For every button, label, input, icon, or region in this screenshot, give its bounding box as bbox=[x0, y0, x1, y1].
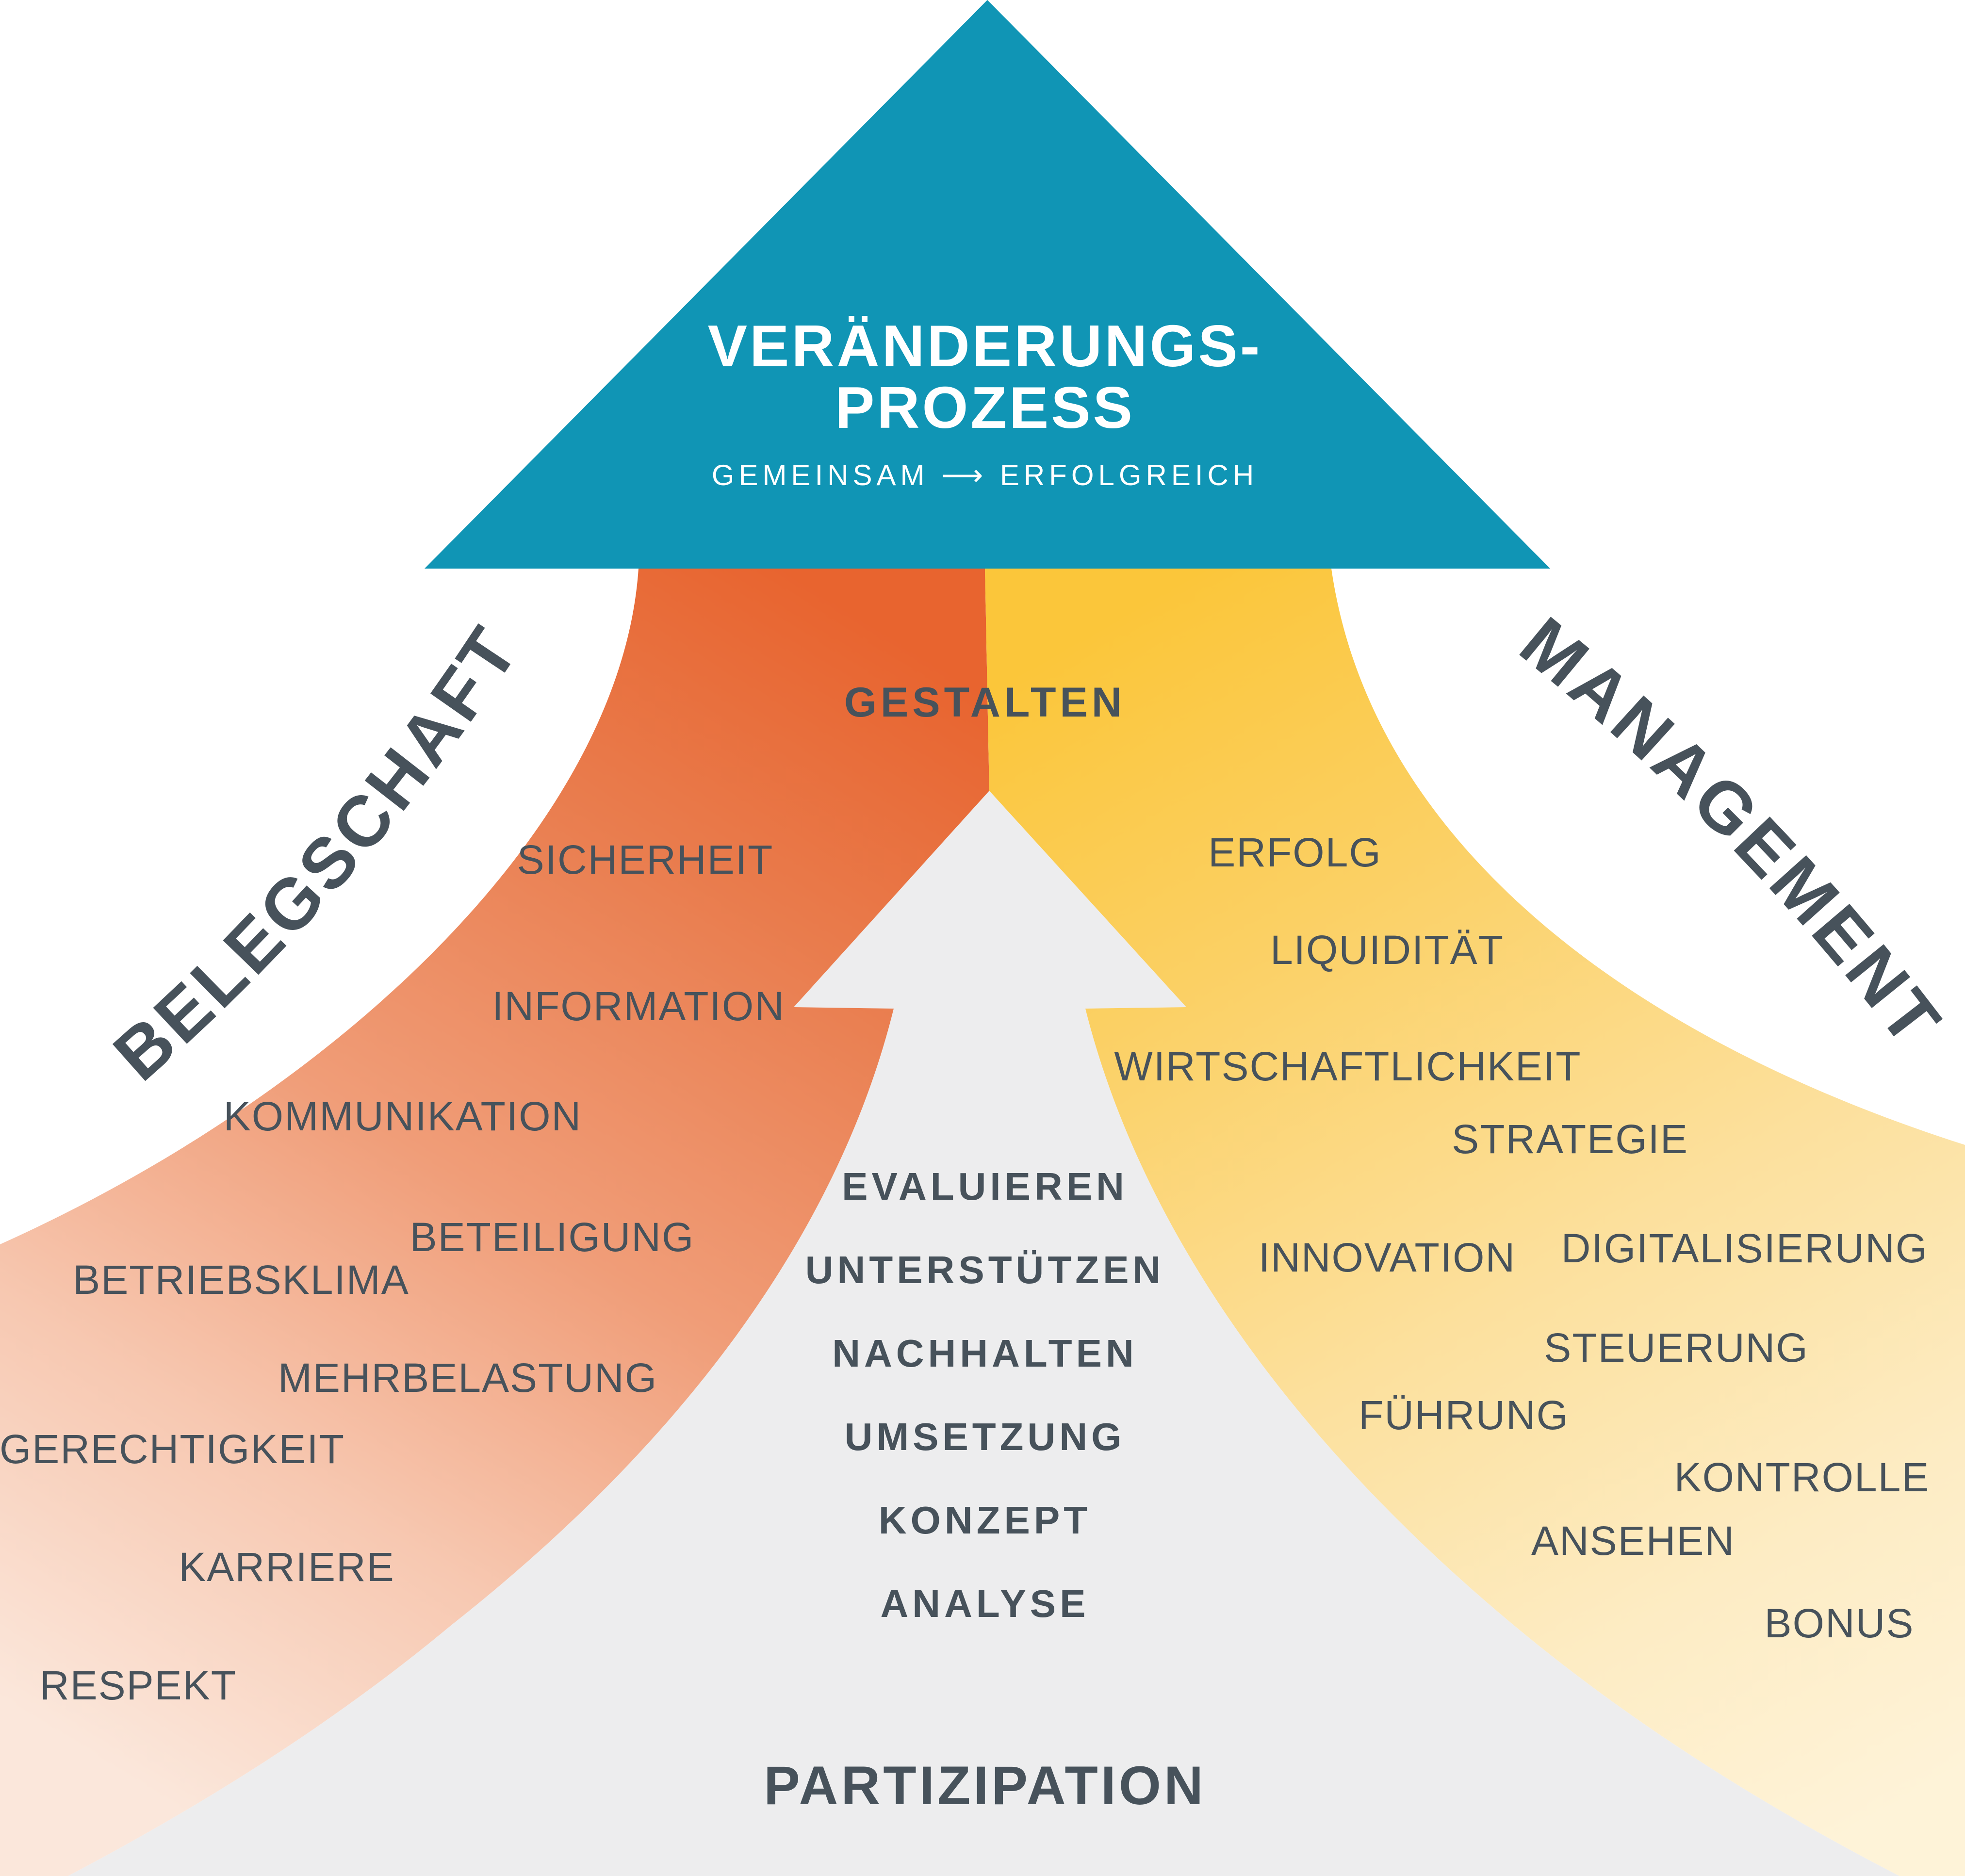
partizipation-label: PARTIZIPATION bbox=[764, 1755, 1206, 1816]
right-word-steuerung: STEUERUNG bbox=[1544, 1325, 1808, 1370]
left-word-kommunikation: KOMMUNIKATION bbox=[224, 1093, 582, 1139]
belegschaft-band-shape bbox=[0, 569, 989, 1876]
right-word-innovation: INNOVATION bbox=[1259, 1235, 1516, 1280]
step-konzept: KONZEPT bbox=[879, 1499, 1091, 1542]
right-word-erfolg: ERFOLG bbox=[1208, 830, 1381, 875]
left-word-sicherheit: SICHERHEIT bbox=[517, 837, 774, 882]
gestalten-headline: GESTALTEN bbox=[844, 679, 1126, 726]
step-unterstuetzen: UNTERSTÜTZEN bbox=[805, 1248, 1164, 1291]
right-word-strategie: STRATEGIE bbox=[1452, 1116, 1688, 1162]
right-word-liquiditaet: LIQUIDITÄT bbox=[1270, 927, 1504, 973]
diagram-subtitle: GEMEINSAM ⟶ ERFOLGREICH bbox=[712, 459, 1258, 491]
left-word-beteiligung: BETEILIGUNG bbox=[410, 1214, 695, 1260]
step-umsetzung: UMSETZUNG bbox=[845, 1415, 1126, 1458]
right-word-bonus: BONUS bbox=[1765, 1600, 1915, 1646]
step-analyse: ANALYSE bbox=[881, 1582, 1090, 1625]
right-word-digitalisierung: DIGITALISIERUNG bbox=[1561, 1225, 1929, 1271]
diagram-title-line2: PROZESS bbox=[835, 375, 1135, 440]
right-word-ansehen: ANSEHEN bbox=[1531, 1518, 1735, 1564]
left-word-respekt: RESPEKT bbox=[40, 1663, 237, 1708]
right-word-fuehrung: FÜHRUNG bbox=[1359, 1392, 1569, 1438]
step-evaluieren: EVALUIEREN bbox=[842, 1165, 1128, 1208]
diagram-title-line1: VERÄNDERUNGS- bbox=[708, 313, 1262, 379]
left-word-betriebsklima: BETRIEBSKLIMA bbox=[73, 1257, 409, 1303]
step-nachhalten: NACHHALTEN bbox=[832, 1332, 1138, 1375]
left-word-gerechtigkeit: GERECHTIGKEIT bbox=[0, 1426, 345, 1472]
right-word-wirtschaftlichkeit: WIRTSCHAFTLICHKEIT bbox=[1114, 1044, 1581, 1089]
left-word-mehrbelastung: MEHRBELASTUNG bbox=[278, 1355, 657, 1401]
right-word-kontrolle: KONTROLLE bbox=[1674, 1454, 1930, 1500]
management-band-shape bbox=[985, 569, 1965, 1876]
left-word-karriere: KARRIERE bbox=[179, 1544, 394, 1590]
change-arrowhead-shape bbox=[425, 0, 1550, 569]
participation-arrow-shape bbox=[68, 791, 1900, 1876]
left-word-information: INFORMATION bbox=[492, 983, 785, 1029]
